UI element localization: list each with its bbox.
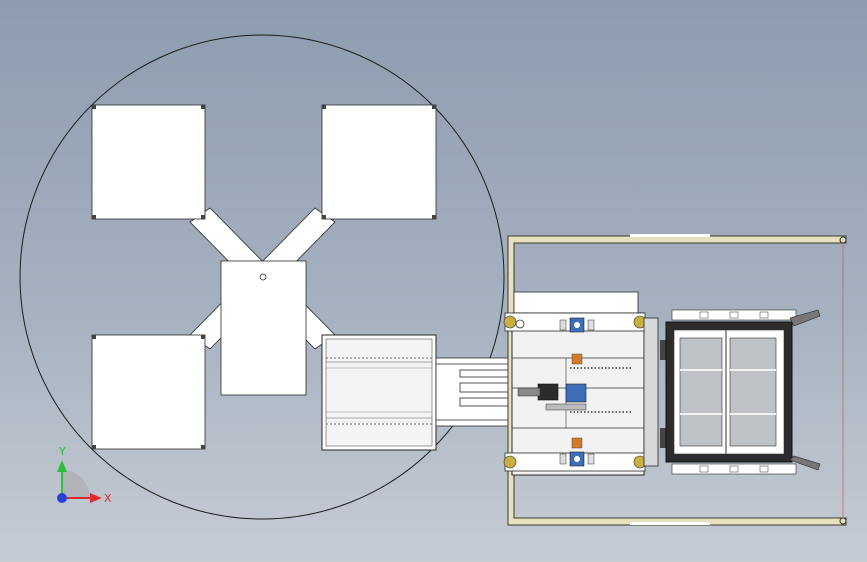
loading-tray <box>321 334 437 451</box>
station-plate-bottom-left <box>91 334 206 450</box>
machine-frame <box>503 312 668 476</box>
y-axis-label: Y <box>58 445 66 458</box>
x-axis-arrow-icon <box>90 493 102 503</box>
cross-arm-overlay <box>226 262 300 305</box>
station-plate-top-right <box>321 104 437 220</box>
turntable-circle <box>19 34 505 520</box>
conveyor-rails <box>435 357 513 427</box>
y-axis-arrow-icon <box>57 460 67 472</box>
z-axis-dot <box>57 493 67 503</box>
guard-rail <box>507 234 847 526</box>
station-plate-top-left <box>91 104 206 220</box>
triad-arc <box>62 470 90 498</box>
cabinet <box>665 309 821 475</box>
top-cover-plate <box>513 291 639 315</box>
coordinate-triad[interactable]: Y X <box>57 445 112 505</box>
center-pivot-dot <box>259 273 267 281</box>
x-axis-label: X <box>104 492 112 505</box>
